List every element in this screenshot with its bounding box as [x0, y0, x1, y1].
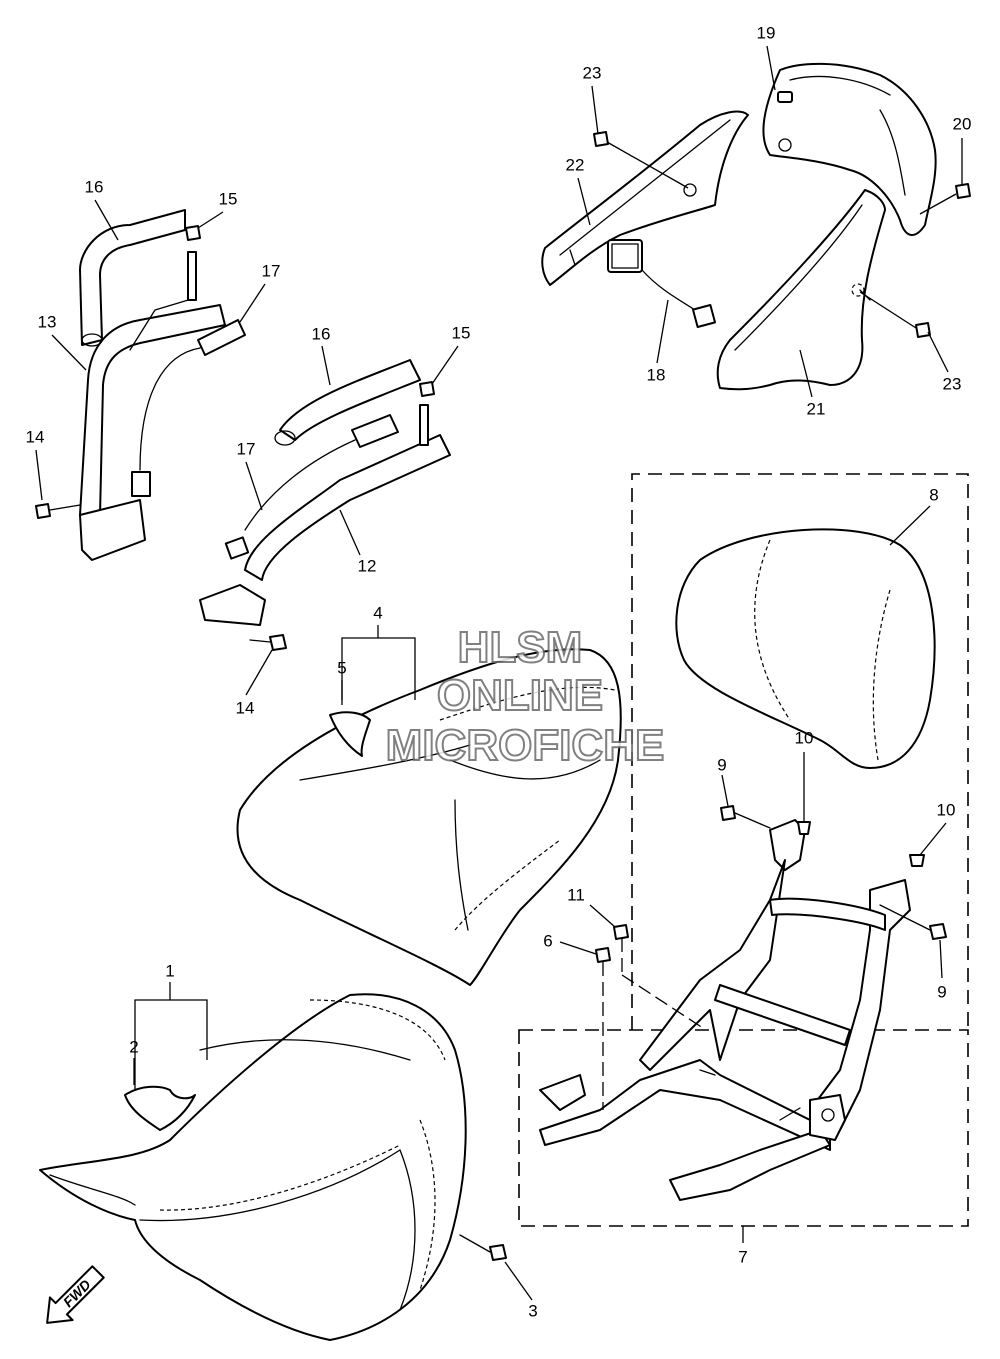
backrest-assembly-box-upper	[631, 473, 969, 1030]
callout-labels: 1 2 3 4 5 6 7 8 9 9 10 10 11 12 13 14 14…	[26, 23, 972, 1320]
watermark-line-3: MICROFICHE	[386, 721, 665, 770]
callout-16-left: 16	[85, 177, 104, 196]
backrest-frame	[539, 819, 911, 1201]
leader-lines	[35, 45, 963, 1301]
callout-1: 1	[165, 961, 174, 980]
callout-12: 12	[358, 556, 377, 575]
watermark-line-1: HLSM	[458, 623, 583, 672]
grab-bar-right	[199, 359, 451, 626]
callout-13: 13	[38, 312, 57, 331]
callout-18: 18	[647, 365, 666, 384]
callout-14-left: 14	[26, 427, 45, 446]
tail-cowl-main	[716, 189, 886, 391]
wire-harness	[607, 239, 717, 329]
forward-direction-arrow: FWD	[46, 1265, 105, 1324]
callout-6: 6	[543, 931, 552, 950]
callout-2: 2	[129, 1037, 138, 1056]
backrest-pad	[675, 528, 936, 769]
front-seat	[39, 993, 467, 1341]
callout-5: 5	[337, 658, 346, 677]
callout-9-upper: 9	[717, 755, 726, 774]
callout-23-top: 23	[583, 63, 602, 82]
bolts	[35, 131, 971, 1261]
callout-15-right: 15	[452, 323, 471, 342]
tail-cover-upper	[762, 62, 937, 236]
callout-10-lower: 10	[937, 800, 956, 819]
callout-4: 4	[373, 603, 382, 622]
callout-8: 8	[929, 485, 938, 504]
callout-17-right: 17	[237, 439, 256, 458]
callout-11: 11	[567, 885, 585, 904]
callout-17-left: 17	[262, 261, 281, 280]
tail-cover-side	[541, 110, 749, 286]
callout-20: 20	[953, 114, 972, 133]
callout-22: 22	[566, 155, 585, 174]
callout-9-lower: 9	[937, 982, 946, 1001]
callout-15-left: 15	[219, 189, 238, 208]
watermark-line-2: ONLINE	[437, 671, 603, 720]
rear-seat	[236, 648, 622, 986]
callout-19: 19	[757, 23, 776, 42]
callout-21: 21	[807, 399, 826, 418]
callout-23-right: 23	[943, 374, 962, 393]
watermark: HLSM ONLINE MICROFICHE	[385, 622, 666, 771]
callout-3: 3	[528, 1301, 537, 1320]
callout-16-right: 16	[312, 324, 331, 343]
callout-10-upper: 10	[795, 728, 814, 747]
callout-14-right: 14	[236, 698, 255, 717]
grab-bar-left	[79, 209, 246, 561]
callout-7: 7	[738, 1247, 747, 1266]
